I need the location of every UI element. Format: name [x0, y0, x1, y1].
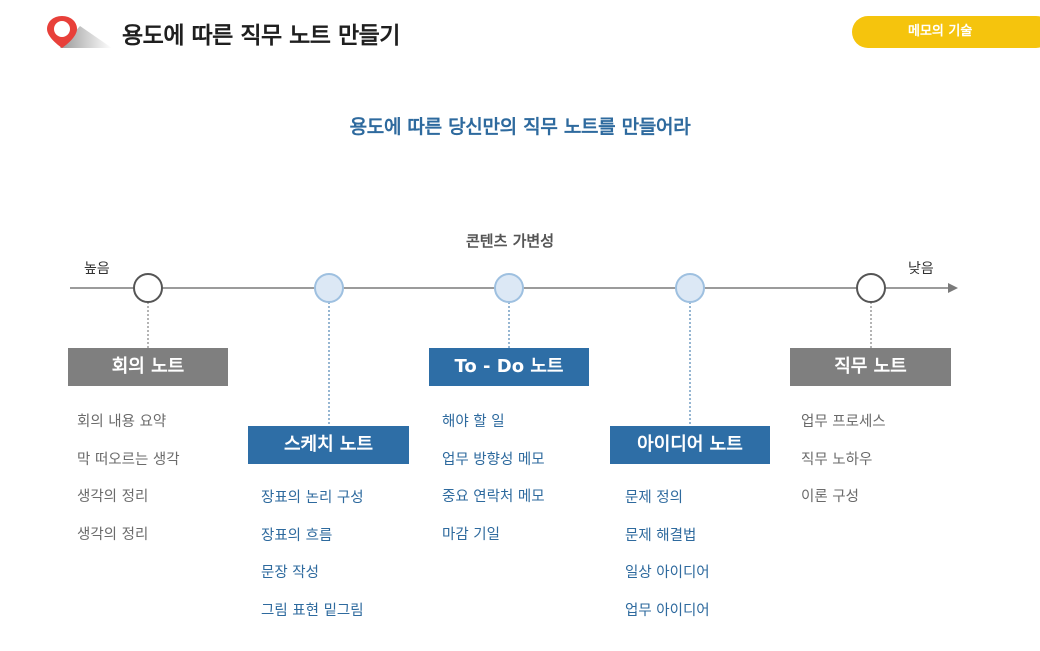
list-item: 업무 아이디어	[625, 602, 710, 619]
idea-note-title: 아이디어 노트	[610, 426, 770, 464]
list-item: 일상 아이디어	[625, 565, 710, 581]
timeline-node	[314, 273, 344, 303]
timeline-node	[494, 273, 524, 303]
list-item: 막 떠오르는 생각	[77, 451, 180, 468]
idea-note-items: 문제 정의 문제 해결법 일상 아이디어 업무 아이디어	[625, 488, 710, 638]
timeline-node	[856, 273, 886, 303]
list-item: 장표의 논리 구성	[261, 490, 364, 506]
meeting-note-title: 회의 노트	[68, 348, 228, 386]
list-item: 문제 해결법	[625, 527, 697, 544]
list-item: 이론 구성	[801, 489, 859, 505]
list-item: 장표의 흐름	[261, 527, 333, 544]
diagram-subtitle: 용도에 따른 당신만의 직무 노트를 만들어라	[349, 116, 691, 138]
page-title: 용도에 따른 직무 노트 만들기	[122, 23, 400, 49]
sketch-note-items: 장표의 논리 구성 장표의 흐름 문장 작성 그림 표현 밑그림	[261, 488, 364, 638]
list-item: 업무 프로세스	[801, 414, 886, 430]
header-shadow-decoration	[60, 26, 112, 48]
axis-label-high: 높음	[84, 261, 110, 277]
axis-label-low: 낮음	[908, 261, 934, 277]
meeting-note-items: 회의 내용 요약 막 떠오르는 생각 생각의 정리 생각의 정리	[77, 412, 180, 562]
list-item: 문제 정의	[625, 490, 683, 506]
list-item: 생각의 정리	[77, 489, 149, 505]
list-item: 회의 내용 요약	[77, 414, 167, 430]
timeline-node	[133, 273, 163, 303]
list-item: 중요 연락처 메모	[442, 489, 545, 505]
sketch-note-title: 스케치 노트	[248, 426, 409, 464]
job-note-items: 업무 프로세스 직무 노하우 이론 구성	[801, 412, 886, 525]
todo-note-items: 해야 할 일 업무 방향성 메모 중요 연락처 메모 마감 기일	[442, 412, 545, 562]
list-item: 그림 표현 밑그림	[261, 602, 364, 619]
list-item: 업무 방향성 메모	[442, 451, 545, 468]
timeline-arrowhead	[948, 283, 958, 293]
list-item: 해야 할 일	[442, 414, 505, 430]
todo-note-title: To - Do 노트	[429, 348, 589, 386]
axis-title: 콘텐츠 가변성	[465, 232, 555, 250]
job-note-title: 직무 노트	[790, 348, 951, 386]
list-item: 직무 노하우	[801, 451, 873, 468]
list-item: 마감 기일	[442, 526, 500, 543]
location-pin-icon	[47, 16, 77, 48]
timeline-node	[675, 273, 705, 303]
section-badge: 메모의 기술	[852, 16, 1040, 48]
list-item: 문장 작성	[261, 565, 319, 581]
list-item: 생각의 정리	[77, 526, 149, 543]
